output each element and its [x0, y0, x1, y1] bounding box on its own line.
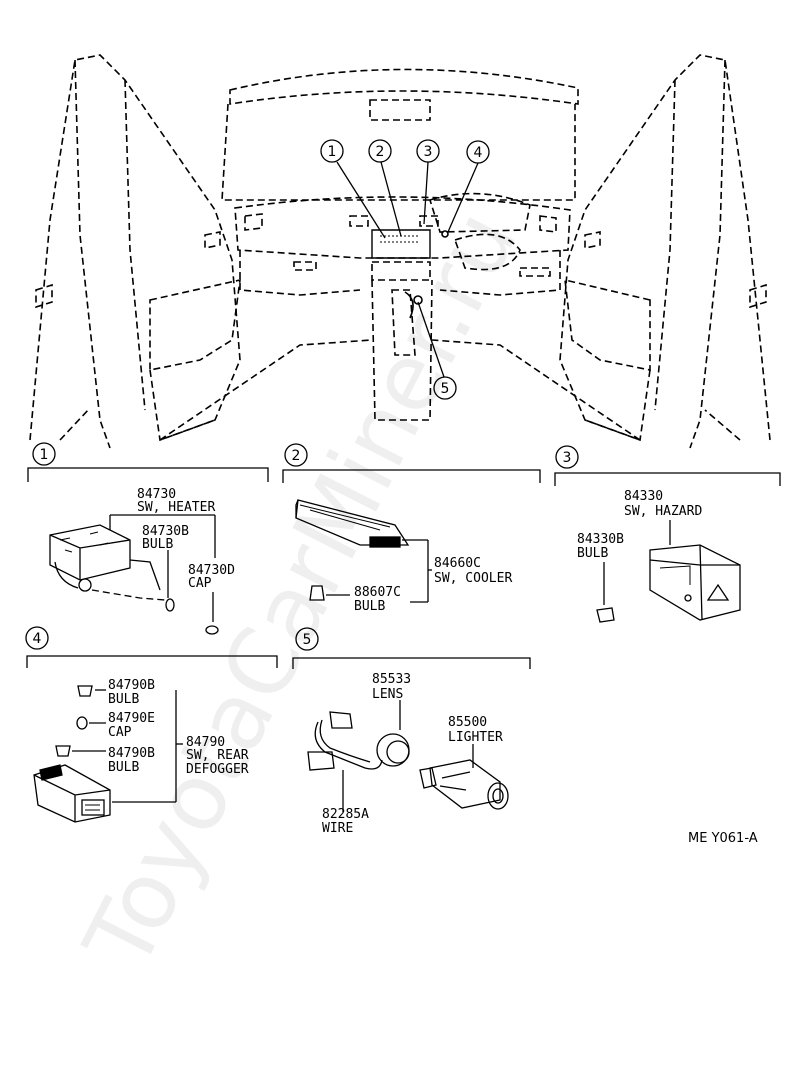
- heater-switch-drawing: [49, 514, 219, 635]
- part-85533-name: LENS: [372, 687, 403, 702]
- callout-2-top: 2: [368, 139, 392, 163]
- callout-3-top: 3: [416, 139, 440, 163]
- group-4: 4 84790B BULB 84790E CAP 84790B BULB 847…: [25, 626, 278, 823]
- group-1: 1 84730 SW, HEATER 84730B BULB 84730D CA…: [27, 442, 269, 635]
- part-88607c-name: BULB: [354, 599, 385, 614]
- part-84790e-name: CAP: [108, 725, 132, 740]
- part-85500-name: LIGHTER: [448, 730, 503, 745]
- defogger-switch-drawing: [33, 685, 183, 823]
- part-84790-name: SW, REAR: [186, 748, 249, 763]
- part-82285a-name: WIRE: [322, 821, 353, 836]
- part-84660c-code: 84660C: [434, 556, 481, 571]
- part-85500-code: 85500: [448, 715, 487, 730]
- svg-text:5: 5: [303, 632, 312, 648]
- part-84790b-lower-name: BULB: [108, 760, 139, 775]
- svg-text:1: 1: [328, 144, 337, 160]
- svg-text:1: 1: [40, 447, 49, 463]
- part-84330b-name: BULB: [577, 546, 608, 561]
- part-84790b-lower-code: 84790B: [108, 746, 155, 761]
- part-84330b-code: 84330B: [577, 532, 624, 547]
- svg-text:2: 2: [376, 144, 385, 160]
- svg-text:2: 2: [292, 448, 301, 464]
- part-84730-code: 84730: [137, 487, 176, 502]
- part-84790-code: 84790: [186, 735, 225, 750]
- svg-text:5: 5: [441, 381, 450, 397]
- part-84730d-name: CAP: [188, 576, 212, 591]
- lighter-drawing: [307, 700, 509, 812]
- part-84660c-name: SW, COOLER: [434, 571, 512, 586]
- diagram-code: ME Y061-A: [688, 831, 758, 846]
- group-5: 5 85533 LENS 85500 LIGHTER 82285A WIRE: [292, 627, 531, 836]
- svg-text:4: 4: [33, 631, 42, 647]
- hazard-switch-drawing: [596, 520, 741, 623]
- part-84790b-upper-name: BULB: [108, 692, 139, 707]
- part-84330-name: SW, HAZARD: [624, 504, 702, 519]
- part-82285a-code: 82285A: [322, 807, 369, 822]
- svg-text:3: 3: [563, 450, 572, 466]
- overview-callouts: [336, 161, 479, 378]
- part-84730b-code: 84730B: [142, 524, 189, 539]
- part-84790e-code: 84790E: [108, 711, 155, 726]
- group-2: 2 84660C SW, COOLER 88607C BULB: [282, 443, 541, 614]
- part-84790b-upper-code: 84790B: [108, 678, 155, 693]
- callout-4-top: 4: [466, 140, 490, 164]
- callout-5-top: 5: [433, 376, 457, 400]
- svg-text:3: 3: [424, 144, 433, 160]
- part-88607c-code: 88607C: [354, 585, 401, 600]
- part-85533-code: 85533: [372, 672, 411, 687]
- group-3: 3 84330 SW, HAZARD 84330B BULB: [554, 445, 781, 623]
- part-84730-name: SW, HEATER: [137, 500, 215, 515]
- car-interior-illustration: [29, 54, 771, 449]
- cooler-switch-drawing: [295, 499, 432, 603]
- part-84730d-code: 84730D: [188, 563, 235, 578]
- part-84330-code: 84330: [624, 489, 663, 504]
- watermark: ToyotaCarMiner.ru: [64, 194, 538, 986]
- svg-text:4: 4: [474, 145, 483, 161]
- part-84730b-name: BULB: [142, 537, 173, 552]
- callout-1-top: 1: [320, 139, 344, 163]
- part-84790-name-2: DEFOGGER: [186, 762, 249, 777]
